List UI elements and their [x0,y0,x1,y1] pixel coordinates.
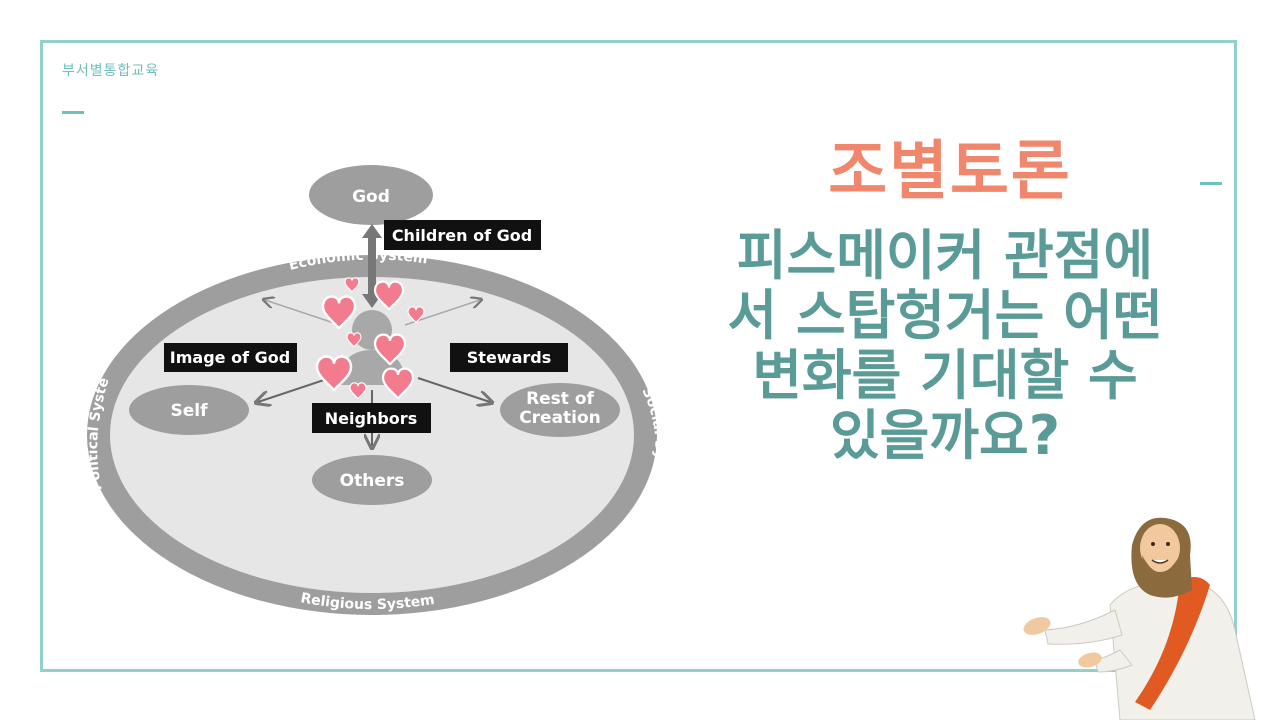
ring-label-religious: Religious System [299,590,435,613]
discussion-question: 피스메이커 관점에 서 스탑헝거는 어떤 변화를 기대할 수 있을까요? [690,226,1200,466]
heart-icon [346,332,362,348]
image-of-god-label: Image of God [170,348,290,367]
creation-label-line2: Creation [519,408,601,428]
creation-label-line1: Rest of [526,389,594,409]
department-label: 부서별통합교육 [62,63,160,79]
accent-dash-right [1200,182,1222,185]
jesus-illustration [1023,517,1256,720]
creation-oval [500,383,620,437]
heart-icon [407,306,425,324]
heart-icon [381,367,415,400]
others-label: Others [340,471,405,491]
slide-frame [40,40,1237,672]
arrow-head-up [362,224,382,238]
stewards-label: Stewards [467,348,551,367]
neighbors-label: Neighbors [325,409,417,428]
question-line: 서 스탑헝거는 어떤 [727,284,1163,347]
heart-icon [321,295,357,330]
self-label: Self [171,401,209,421]
heart-icon [315,355,353,392]
heart-icon [373,333,407,366]
arrow-to-self [258,377,331,402]
neighbors-box [312,403,431,433]
stewards-box [450,343,568,372]
god-label: God [352,187,390,207]
arrow-to-creation [417,377,490,402]
relationship-diagram: Economic System Religious System Politic… [60,150,667,615]
children-of-god-label: Children of God [392,226,532,245]
others-oval [312,455,432,505]
session-title: 조별토론 [828,135,1072,209]
question-line: 변화를 기대할 수 [752,344,1138,407]
accent-dash-left [62,111,84,114]
heart-icon [349,382,367,400]
heart-stickers [315,277,425,400]
god-oval [309,165,433,225]
question-line: 피스메이커 관점에 [736,224,1154,287]
heart-icon [344,277,360,293]
arrow-upper-left [265,300,341,326]
question-line: 있을까요? [829,404,1061,467]
children-of-god-box [384,220,541,250]
image-of-god-box [164,343,297,372]
self-oval [129,385,249,435]
heart-icon [373,280,405,311]
